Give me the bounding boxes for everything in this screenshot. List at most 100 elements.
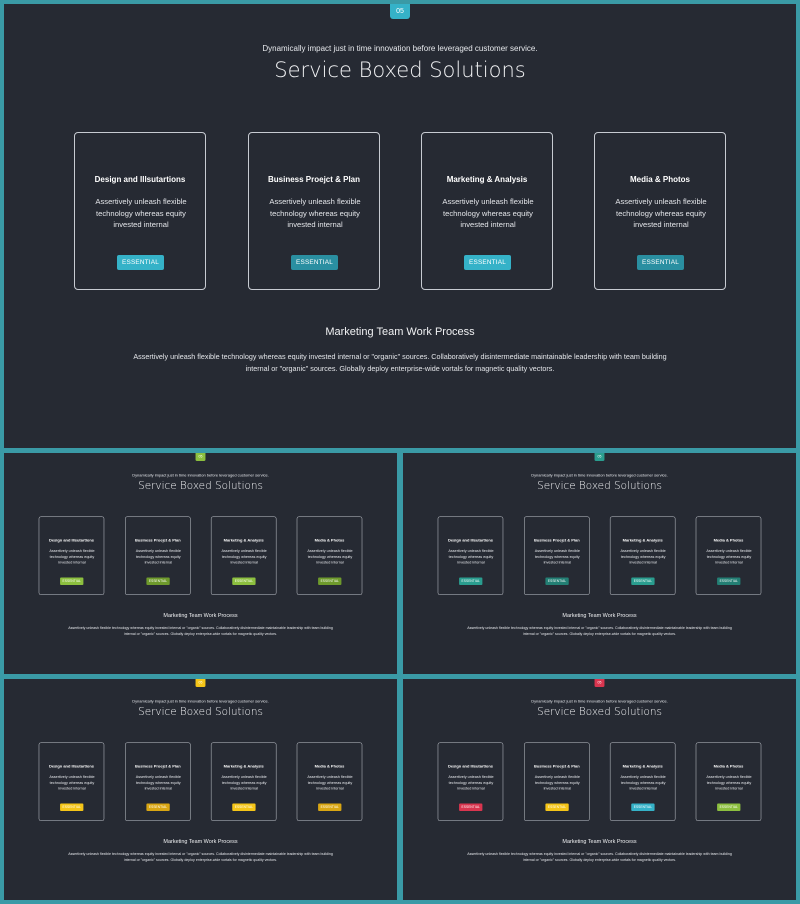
essential-button[interactable]: ESSENTIAL <box>232 803 256 811</box>
service-card: Design and Illsutartions Assertively unl… <box>437 516 504 595</box>
card-description: Assertively unleash flexible technology … <box>95 197 187 229</box>
section-body: Assertively unleash flexible technology … <box>133 352 667 373</box>
section-body: Assertively unleash flexible technology … <box>467 851 732 863</box>
essential-button[interactable]: ESSENTIAL <box>459 577 483 585</box>
essential-button[interactable]: ESSENTIAL <box>117 255 164 270</box>
section-title: Marketing Team Work Process <box>562 612 637 619</box>
section-body: Assertively unleash flexible technology … <box>467 625 732 637</box>
section-title: Marketing Team Work Process <box>163 838 238 845</box>
service-card: Design and Illsutartions Assertively unl… <box>437 742 504 821</box>
card-title: Design and Illsutartions <box>48 537 94 543</box>
card-description: Assertively unleash flexible technology … <box>221 774 267 791</box>
card-title: Design and Illsutartions <box>48 763 94 769</box>
slide-content: 05 Dynamically impact just in time innov… <box>4 679 397 899</box>
slide-thumbnail-multicolor[interactable]: 05 Dynamically impact just in time innov… <box>403 679 796 900</box>
card-title: Business Proejct & Plan <box>134 537 181 543</box>
slide-tagline: Dynamically impact just in time innovati… <box>132 698 269 704</box>
slide-tagline: Dynamically impact just in time innovati… <box>531 472 668 478</box>
slide-tagline: Dynamically impact just in time innovati… <box>262 44 538 53</box>
card-title: Media & Photos <box>629 175 690 184</box>
slide-title: Service Boxed Solutions <box>537 479 662 492</box>
section-title: Marketing Team Work Process <box>163 612 238 619</box>
section-body: Assertively unleash flexible technology … <box>68 851 333 863</box>
card-title: Design and Illsutartions <box>447 763 493 769</box>
essential-button[interactable]: ESSENTIAL <box>318 803 342 811</box>
card-description: Assertively unleash flexible technology … <box>49 548 95 565</box>
page-number-tab: 05 <box>195 453 206 461</box>
slide-thumbnail-teal[interactable]: 05 Dynamically impact just in time innov… <box>403 453 796 674</box>
slide-title: Service Boxed Solutions <box>138 705 263 718</box>
essential-button[interactable]: ESSENTIAL <box>146 577 170 585</box>
essential-button[interactable]: ESSENTIAL <box>60 577 84 585</box>
card-description: Assertively unleash flexible technology … <box>620 548 666 565</box>
service-card: Design and Illsutartions Assertively unl… <box>74 132 206 290</box>
essential-button[interactable]: ESSENTIAL <box>146 803 170 811</box>
essential-button[interactable]: ESSENTIAL <box>459 803 483 811</box>
service-card: Marketing & Analysis Assertively unleash… <box>210 742 277 821</box>
service-card: Media & Photos Assertively unleash flexi… <box>695 742 762 821</box>
essential-button[interactable]: ESSENTIAL <box>631 803 655 811</box>
service-card: Business Proejct & Plan Assertively unle… <box>524 516 590 595</box>
service-card: Business Proejct & Plan Assertively unle… <box>248 132 380 290</box>
slide-tagline: Dynamically impact just in time innovati… <box>132 472 269 478</box>
page-number-tab: 05 <box>195 679 206 687</box>
card-title: Business Proejct & Plan <box>533 537 580 543</box>
essential-button[interactable]: ESSENTIAL <box>60 803 84 811</box>
service-card: Media & Photos Assertively unleash flexi… <box>296 742 363 821</box>
page-number-tab: 05 <box>390 4 410 19</box>
page-number-tab: 05 <box>594 679 605 687</box>
card-title: Marketing & Analysis <box>223 763 264 769</box>
card-description: Assertively unleash flexible technology … <box>307 548 353 565</box>
essential-button[interactable]: ESSENTIAL <box>318 577 342 585</box>
service-card: Media & Photos Assertively unleash flexi… <box>695 516 762 595</box>
slide-thumbnail-yellow[interactable]: 05 Dynamically impact just in time innov… <box>4 679 397 900</box>
slide-content: 05 Dynamically impact just in time innov… <box>4 453 397 673</box>
essential-button[interactable]: ESSENTIAL <box>717 577 741 585</box>
service-card: Marketing & Analysis Assertively unleash… <box>609 516 676 595</box>
service-card: Business Proejct & Plan Assertively unle… <box>524 742 590 821</box>
slide-content: 05 Dynamically impact just in time innov… <box>4 4 796 448</box>
card-title: Design and Illsutartions <box>447 537 493 543</box>
service-card: Media & Photos Assertively unleash flexi… <box>594 132 726 290</box>
card-description: Assertively unleash flexible technology … <box>615 197 707 229</box>
service-card: Business Proejct & Plan Assertively unle… <box>125 516 191 595</box>
essential-button[interactable]: ESSENTIAL <box>637 255 684 270</box>
service-card: Business Proejct & Plan Assertively unle… <box>125 742 191 821</box>
card-title: Marketing & Analysis <box>622 763 663 769</box>
slide-title: Service Boxed Solutions <box>274 58 526 82</box>
card-description: Assertively unleash flexible technology … <box>620 774 666 791</box>
card-title: Business Proejct & Plan <box>134 763 181 769</box>
essential-button[interactable]: ESSENTIAL <box>717 803 741 811</box>
card-description: Assertively unleash flexible technology … <box>706 774 752 791</box>
essential-button[interactable]: ESSENTIAL <box>545 803 569 811</box>
service-card: Marketing & Analysis Assertively unleash… <box>609 742 676 821</box>
card-description: Assertively unleash flexible technology … <box>49 774 95 791</box>
essential-button[interactable]: ESSENTIAL <box>631 577 655 585</box>
card-description: Assertively unleash flexible technology … <box>269 197 361 229</box>
card-title: Marketing & Analysis <box>622 537 663 543</box>
card-title: Business Proejct & Plan <box>267 175 361 184</box>
essential-button[interactable]: ESSENTIAL <box>464 255 511 270</box>
card-title: Media & Photos <box>713 763 744 769</box>
card-description: Assertively unleash flexible technology … <box>442 197 534 229</box>
section-title: Marketing Team Work Process <box>562 838 637 845</box>
card-description: Assertively unleash flexible technology … <box>307 774 353 791</box>
slide-title: Service Boxed Solutions <box>537 705 662 718</box>
card-description: Assertively unleash flexible technology … <box>448 548 494 565</box>
card-title: Media & Photos <box>314 537 345 543</box>
card-title: Marketing & Analysis <box>223 537 264 543</box>
essential-button[interactable]: ESSENTIAL <box>291 255 338 270</box>
slide-title: Service Boxed Solutions <box>138 479 263 492</box>
essential-button[interactable]: ESSENTIAL <box>232 577 256 585</box>
card-description: Assertively unleash flexible technology … <box>135 548 181 565</box>
service-card: Marketing & Analysis Assertively unleash… <box>210 516 277 595</box>
slide-main: 05 Dynamically impact just in time innov… <box>4 4 796 448</box>
service-card: Design and Illsutartions Assertively unl… <box>38 516 105 595</box>
card-description: Assertively unleash flexible technology … <box>534 774 580 791</box>
card-title: Media & Photos <box>314 763 345 769</box>
slide-thumbnail-green[interactable]: 05 Dynamically impact just in time innov… <box>4 453 397 674</box>
card-title: Marketing & Analysis <box>446 175 528 184</box>
essential-button[interactable]: ESSENTIAL <box>545 577 569 585</box>
card-description: Assertively unleash flexible technology … <box>706 548 752 565</box>
slide-content: 05 Dynamically impact just in time innov… <box>403 679 796 899</box>
